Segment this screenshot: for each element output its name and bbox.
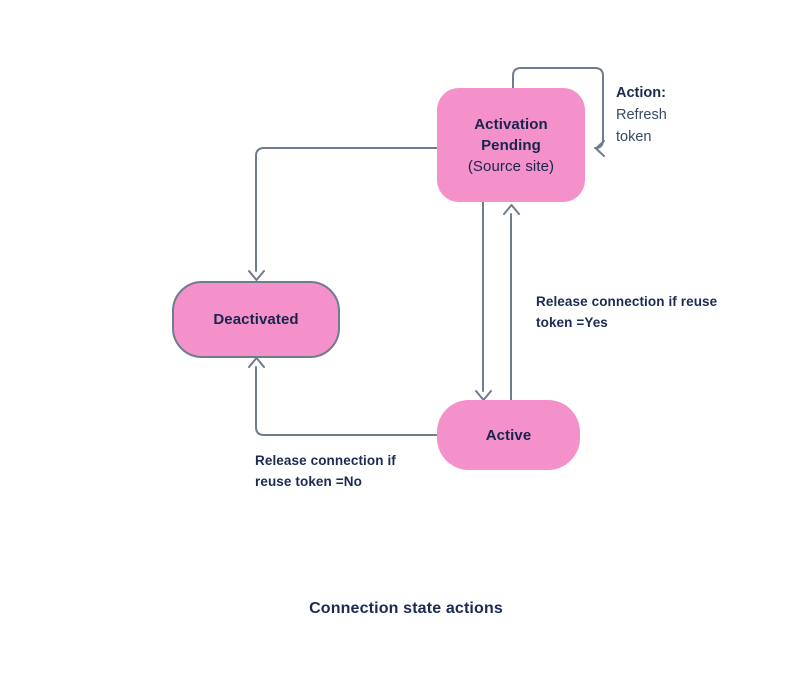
diagram-caption: Connection state actions <box>309 600 503 617</box>
edge-label-release-connection-reuse-no: Release connection if reuse token =No <box>255 450 445 492</box>
action-label-line1: Refresh <box>616 107 667 123</box>
action-label-heading: Action: <box>616 85 666 101</box>
state-node-active[interactable]: Active <box>437 400 580 470</box>
state-node-deactivated[interactable]: Deactivated <box>172 281 340 358</box>
state-node-title: Activation <box>474 115 548 133</box>
edge-to-active-arrowhead <box>475 390 492 401</box>
edge-to-deactivated-bottom-arrowhead <box>248 357 265 368</box>
state-node-title-line2: Pending <box>481 136 541 154</box>
action-label-line2: token <box>616 129 652 145</box>
state-node-activation-pending[interactable]: Activation Pending (Source site) <box>437 88 585 202</box>
edge-self-loop-arrowhead <box>595 140 605 157</box>
edge-label-line1: Release connection if <box>255 453 396 468</box>
edge-label-line2: token =Yes <box>536 315 608 330</box>
state-node-subtitle: (Source site) <box>467 157 555 175</box>
edge-label-action-refresh-token: Action: Refresh token <box>616 82 736 148</box>
edge-to-deactivated-arrowhead <box>248 270 265 281</box>
edge-label-line2: reuse token =No <box>255 474 362 489</box>
edge-active-to-deactivated <box>255 366 438 436</box>
edge-activation-pending-to-deactivated <box>255 147 438 272</box>
state-node-title: Deactivated <box>213 311 299 328</box>
edge-to-activation-pending-arrowhead <box>503 204 520 215</box>
edge-label-release-connection-reuse-yes: Release connection if reuse token =Yes <box>536 291 736 333</box>
state-node-title: Active <box>485 426 532 444</box>
edge-label-line1: Release connection if reuse <box>536 294 718 309</box>
